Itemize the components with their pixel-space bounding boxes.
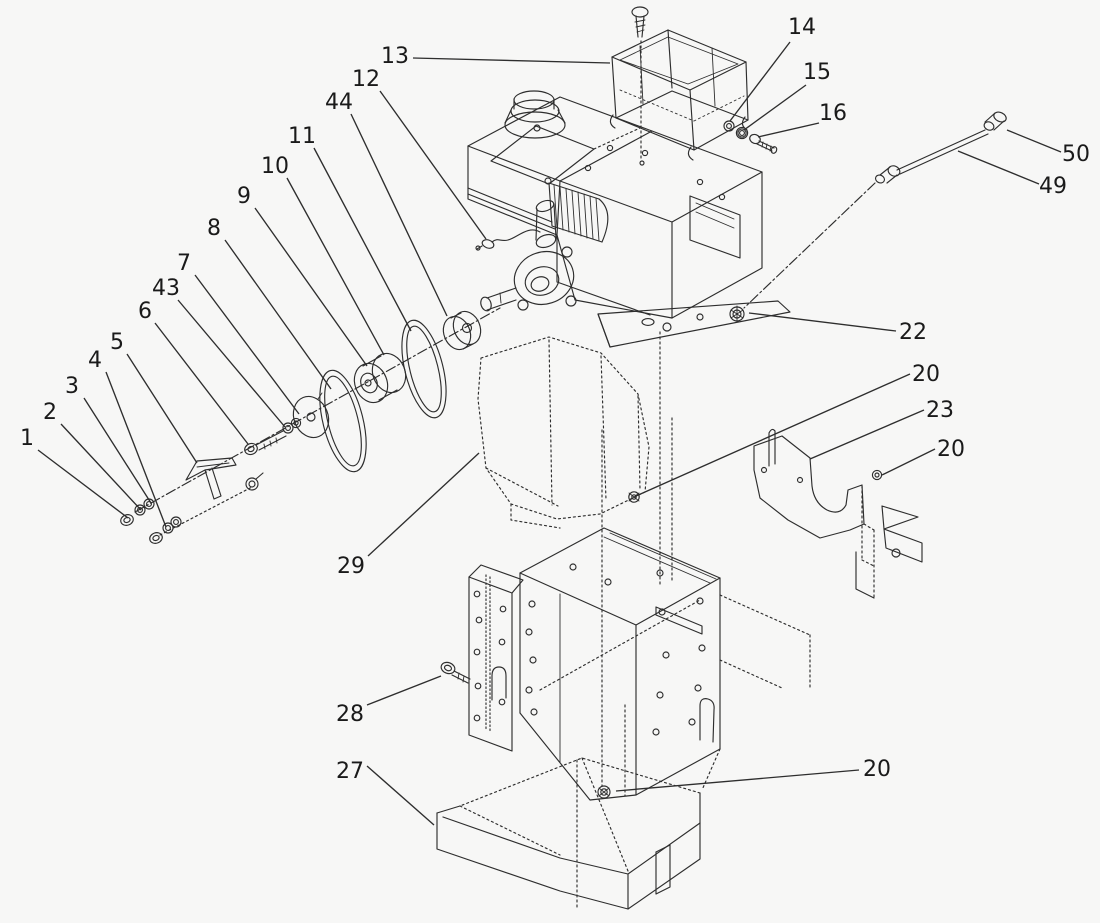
frame-left-panel bbox=[468, 564, 524, 752]
callout-49-rod: 49 bbox=[1039, 174, 1067, 199]
callout-50-rod-end-fitting: 50 bbox=[1062, 142, 1090, 167]
callout-10-pulley-groove: 10 bbox=[261, 154, 289, 179]
leader-23-support-bracket bbox=[809, 409, 925, 460]
callout-4-washer-lower-set: 4 bbox=[88, 348, 102, 373]
leader-12-spark-plug-wire bbox=[379, 90, 487, 240]
callout-14-washer-small: 14 bbox=[788, 15, 816, 40]
belt-cover-29 bbox=[477, 336, 650, 529]
leader-8-v-belt-front bbox=[224, 239, 332, 390]
nut-20-pan bbox=[597, 785, 611, 799]
crankshaft bbox=[480, 287, 517, 312]
callout-13-frame-cage: 13 bbox=[381, 44, 409, 69]
leader-3-flat-washer bbox=[83, 397, 152, 504]
callout-1-carriage-bolt: 1 bbox=[20, 426, 34, 451]
callouts-layer: 1234564378910114412131415165049222023202… bbox=[20, 15, 1090, 826]
cage-fasteners bbox=[723, 120, 778, 154]
callout-8-v-belt-front: 8 bbox=[207, 216, 221, 241]
fastener-group-a bbox=[120, 498, 155, 526]
leader-27-bottom-pan bbox=[366, 765, 435, 826]
filler-cap bbox=[504, 90, 566, 139]
bottom-pan-27 bbox=[436, 757, 701, 910]
bolt-16 bbox=[749, 133, 778, 154]
callout-22-flange-nut: 22 bbox=[899, 320, 927, 345]
engine-block bbox=[556, 130, 763, 319]
frame-cage-13 bbox=[609, 6, 749, 166]
leader-29-belt-cover bbox=[367, 452, 480, 557]
rod-49-50 bbox=[743, 111, 1007, 309]
leader-6-hex-bolt-long bbox=[154, 322, 249, 445]
leader-2-lock-washer bbox=[60, 423, 142, 511]
v-belt-8 bbox=[319, 369, 367, 473]
callout-12-spark-plug-wire: 12 bbox=[352, 67, 380, 92]
leader-9-double-pulley bbox=[254, 207, 368, 367]
engine bbox=[467, 90, 791, 348]
pulley-cluster bbox=[120, 307, 501, 544]
callout-15-lock-washer-small: 15 bbox=[803, 60, 831, 85]
art-layer bbox=[120, 6, 1007, 910]
bolt-28 bbox=[440, 661, 471, 684]
leader-43-washer-pair bbox=[177, 299, 286, 428]
callout-16-hex-bolt-small: 16 bbox=[819, 101, 847, 126]
leader-50-rod-end-fitting bbox=[1006, 129, 1062, 153]
callout-20-nut-pan: 20 bbox=[863, 757, 891, 782]
callout-5-belt-guide-bracket: 5 bbox=[110, 330, 124, 355]
leader-28-bolt bbox=[366, 675, 442, 706]
callout-23-support-bracket: 23 bbox=[926, 398, 954, 423]
exhaust-pipe bbox=[535, 199, 557, 249]
lock-washer-15 bbox=[735, 126, 749, 140]
flange-nut-22 bbox=[729, 305, 745, 323]
screw-20-bracket bbox=[871, 469, 883, 481]
callout-20-screw-bracket: 20 bbox=[937, 437, 965, 462]
callout-2-lock-washer: 2 bbox=[43, 400, 57, 425]
leader-4-washer-lower-set bbox=[105, 371, 167, 528]
leader-5-belt-guide-bracket bbox=[126, 353, 198, 464]
callout-29-belt-cover: 29 bbox=[337, 554, 365, 579]
callout-6-hex-bolt-long: 6 bbox=[138, 299, 152, 324]
leader-15-lock-washer-small bbox=[743, 84, 807, 131]
crankcase bbox=[513, 246, 577, 311]
leader-14-washer-small bbox=[729, 41, 791, 122]
leader-7-pulley-disc bbox=[194, 274, 300, 415]
engine-base bbox=[597, 300, 791, 348]
callout-28-bolt: 28 bbox=[336, 702, 364, 727]
callout-20-screw-cover: 20 bbox=[912, 362, 940, 387]
belt-guide-5 bbox=[185, 457, 237, 500]
leader-22-flange-nut bbox=[748, 312, 897, 332]
v-belt-11 bbox=[401, 319, 447, 419]
leader-49-rod bbox=[957, 150, 1040, 185]
callout-27-bottom-pan: 27 bbox=[336, 759, 364, 784]
screw-20-cover bbox=[628, 491, 640, 503]
callout-9-double-pulley: 9 bbox=[237, 184, 251, 209]
support-bracket-23 bbox=[753, 428, 923, 599]
idler-pulley-44 bbox=[442, 310, 482, 351]
fastener-group-b bbox=[149, 516, 182, 544]
leader-44-idler-pulley bbox=[350, 113, 448, 317]
leader-20-nut-pan bbox=[615, 769, 860, 792]
callout-11-v-belt-rear: 11 bbox=[288, 124, 316, 149]
washers-43 bbox=[282, 417, 302, 434]
shaft-axis bbox=[134, 307, 501, 513]
leader-13-frame-cage bbox=[412, 57, 611, 64]
frame-box bbox=[468, 527, 811, 801]
callout-7-pulley-disc: 7 bbox=[177, 251, 191, 276]
leader-20-screw-cover bbox=[635, 373, 911, 497]
callout-44-idler-pulley: 44 bbox=[325, 90, 353, 115]
washer-14 bbox=[723, 120, 735, 132]
leader-16-hex-bolt-small bbox=[757, 122, 820, 138]
callout-43-washer-pair: 43 bbox=[152, 276, 180, 301]
leader-20-screw-bracket bbox=[881, 448, 936, 476]
bolt-6 bbox=[244, 430, 287, 456]
leader-1-carriage-bolt bbox=[37, 449, 129, 519]
eyelet bbox=[245, 472, 264, 491]
callout-3-flat-washer: 3 bbox=[65, 374, 79, 399]
spark-plug-wire bbox=[475, 229, 541, 251]
muffler-fins bbox=[548, 182, 609, 243]
leader-10-pulley-groove bbox=[286, 177, 385, 356]
leader-11-v-belt-rear bbox=[313, 147, 412, 332]
